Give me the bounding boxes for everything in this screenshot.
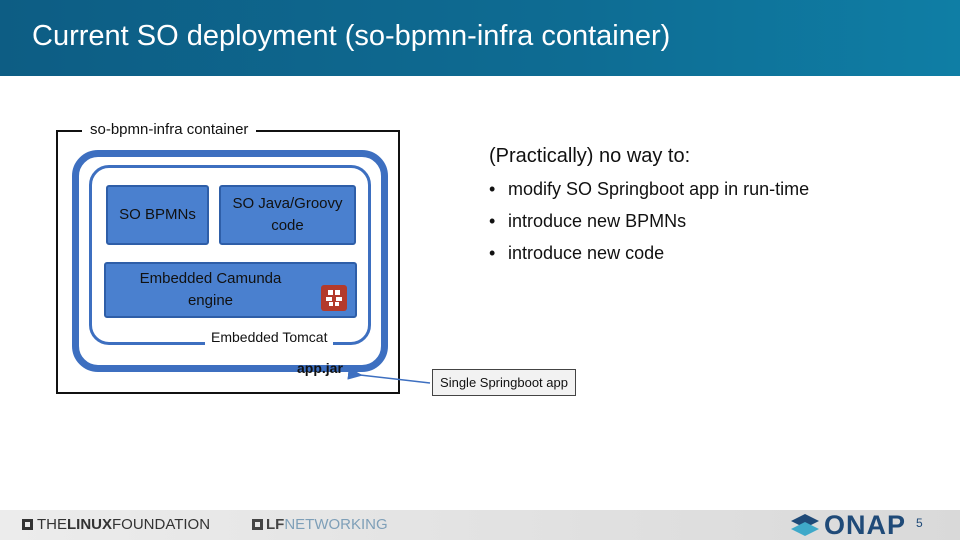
linux-foundation-square-icon (22, 519, 33, 530)
title-bar: Current SO deployment (so-bpmn-infra con… (0, 0, 960, 76)
onap-mark-icon (791, 514, 819, 536)
springboot-label: Single Springboot app (440, 375, 568, 390)
camunda-label-line2: engine (187, 292, 234, 309)
page-number: 5 (916, 516, 923, 530)
java-label-line2: code (271, 217, 304, 234)
camunda-logo-icon (321, 285, 347, 311)
bullet-dot-icon: • (489, 243, 496, 263)
bullet-dot-icon: • (489, 179, 496, 199)
container-label: so-bpmn-infra container (82, 121, 257, 138)
camunda-label-line1: Embedded Camunda (139, 270, 282, 287)
so-bpmns-box: SO BPMNs (106, 185, 209, 245)
embedded-camunda-box: Embedded Camunda engine (104, 262, 357, 318)
bullet-dot-icon: • (489, 211, 496, 231)
onap-logo: ONAP (790, 512, 906, 539)
slide-title: Current SO deployment (so-bpmn-infra con… (32, 20, 671, 52)
single-springboot-app-box: Single Springboot app (432, 369, 576, 396)
so-bpmns-label: SO BPMNs (119, 206, 196, 223)
notes-heading: (Practically) no way to: (489, 145, 691, 167)
bullet-item: •modify SO Springboot app in run-time (489, 179, 810, 199)
so-java-groovy-box: SO Java/Groovy code (219, 185, 356, 245)
bullet-item: •introduce new code (489, 243, 665, 263)
embedded-tomcat-label: Embedded Tomcat (205, 329, 334, 345)
lf-networking-square-icon (252, 519, 263, 530)
bullet-item: •introduce new BPMNs (489, 211, 687, 231)
java-label-line1: SO Java/Groovy (232, 195, 343, 212)
notes-bullet-list: •modify SO Springboot app in run-time •i… (489, 178, 809, 274)
app-jar-label: app.jar (297, 360, 343, 376)
